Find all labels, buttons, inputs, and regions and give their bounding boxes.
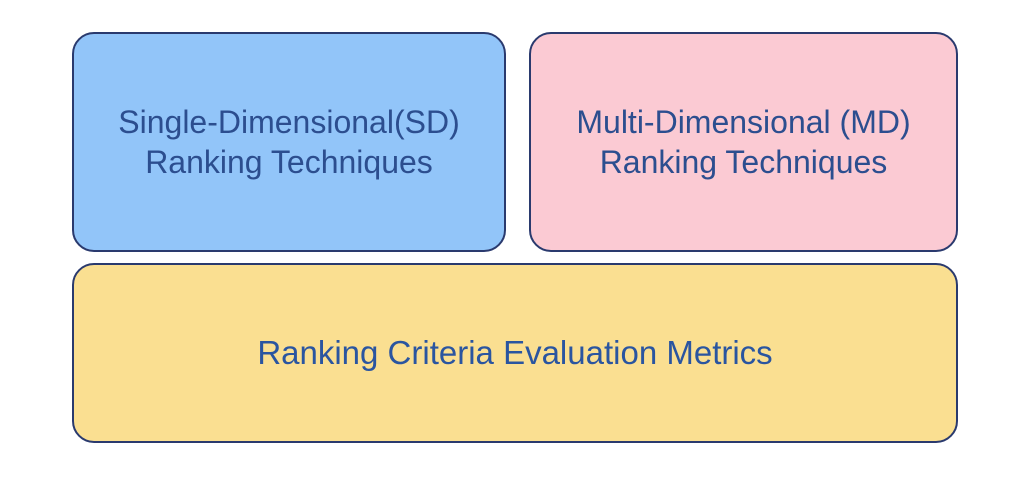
node-multi-dimensional[interactable]: Multi-Dimensional (MD) Ranking Technique…	[529, 32, 958, 252]
node-single-dimensional[interactable]: Single-Dimensional(SD) Ranking Technique…	[72, 32, 506, 252]
node-multi-dimensional-label: Multi-Dimensional (MD) Ranking Technique…	[576, 103, 911, 180]
node-single-dimensional-label: Single-Dimensional(SD) Ranking Technique…	[118, 103, 460, 180]
node-ranking-criteria[interactable]: Ranking Criteria Evaluation Metrics	[72, 263, 958, 443]
node-ranking-criteria-label: Ranking Criteria Evaluation Metrics	[257, 334, 773, 372]
